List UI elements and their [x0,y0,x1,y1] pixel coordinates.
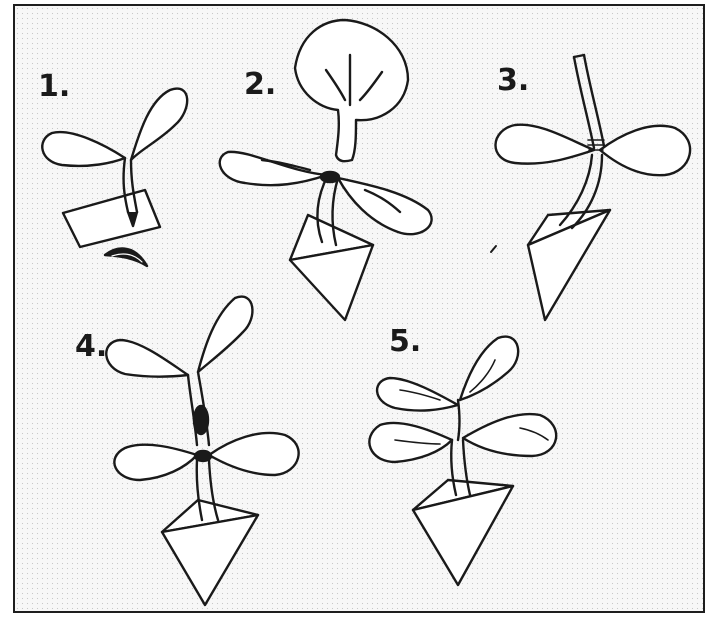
grown-graft-icon [369,337,556,585]
healed-graft-icon [106,297,298,605]
scion-insert-icon [220,20,432,320]
graft-clip-icon [491,55,690,320]
seedling-cut-icon [42,89,187,266]
